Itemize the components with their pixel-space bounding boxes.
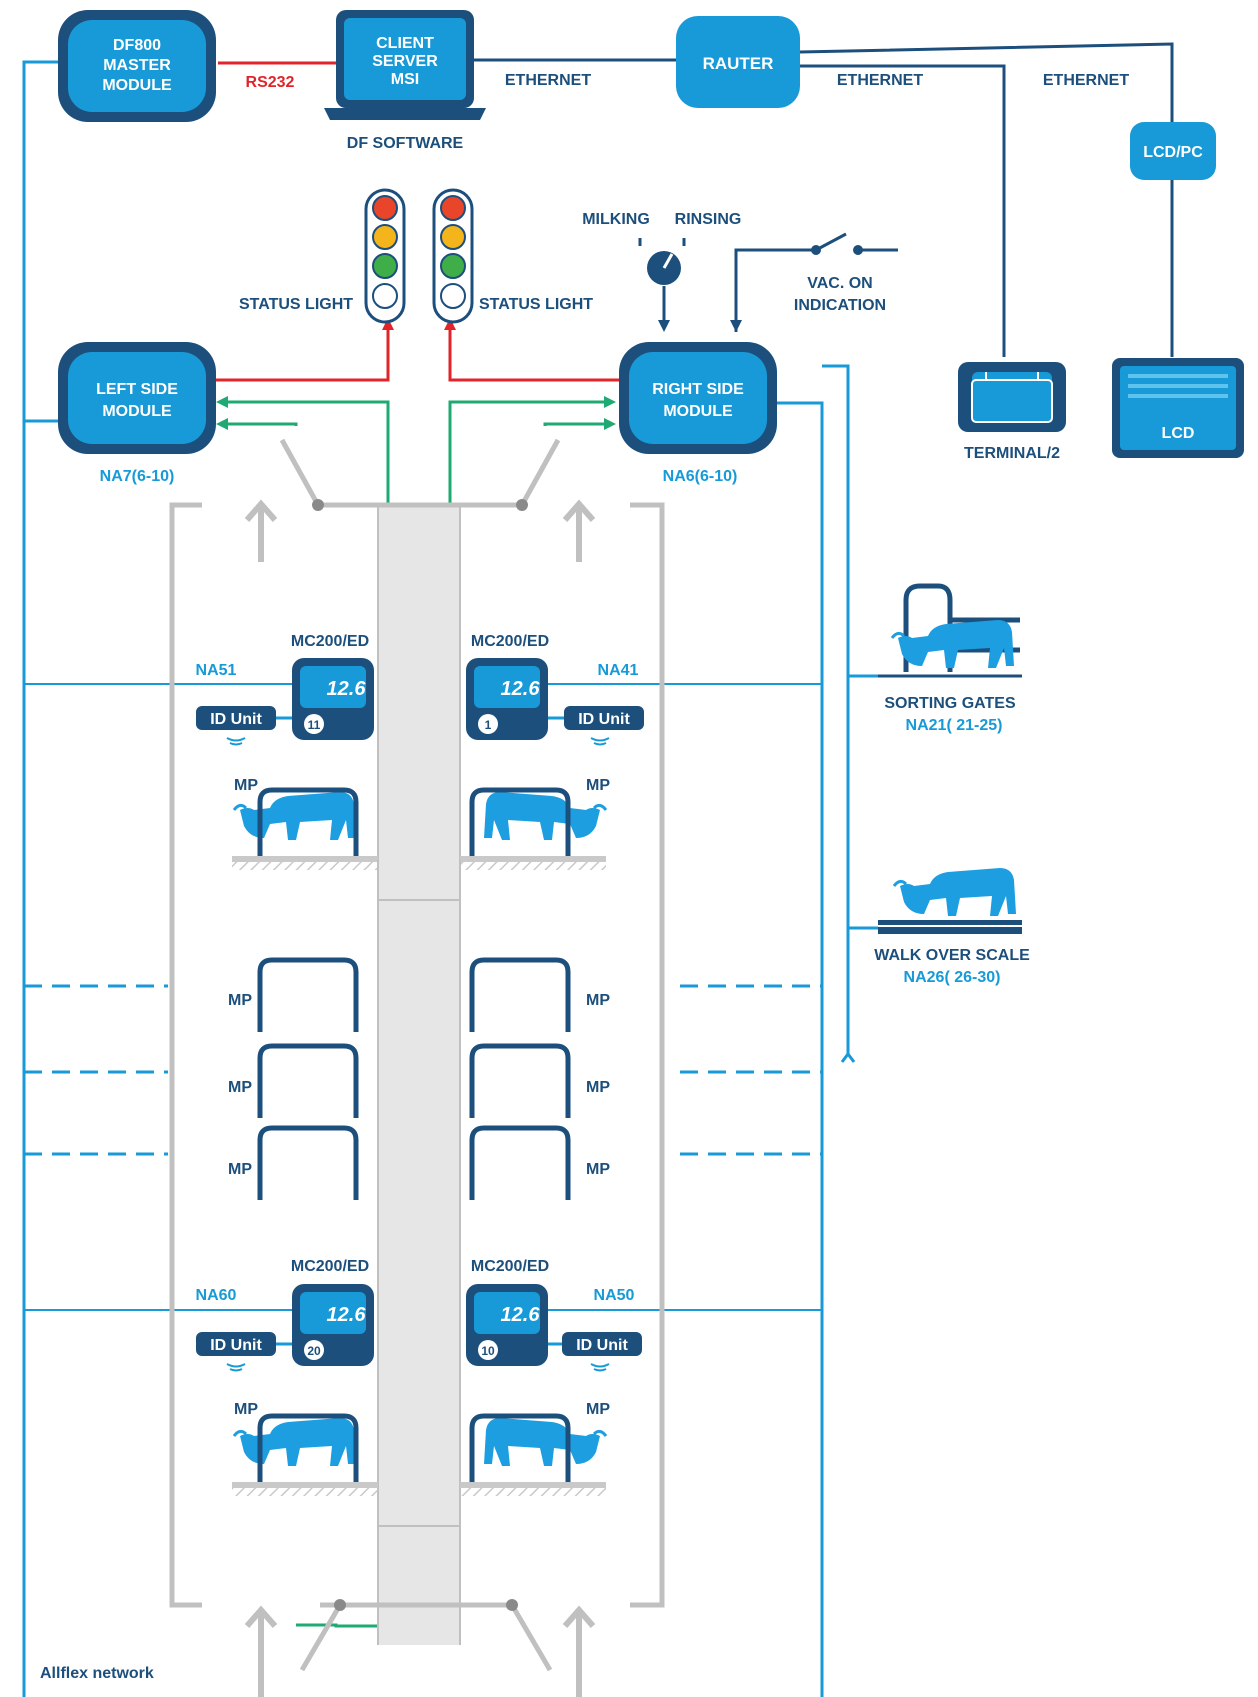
controller-top-right: MC200/ED NA41 12.6 1 ID Unit (466, 633, 644, 746)
mp-label: MP (586, 1079, 610, 1096)
lcd-label: LCD (1162, 425, 1195, 442)
milking-point-cow-bottom-left (232, 1416, 378, 1496)
controller-model: MC200/ED (291, 1258, 369, 1275)
router: RAUTER (676, 16, 800, 108)
right-side-module: RIGHT SIDE MODULE (619, 342, 777, 454)
sorting-gates-label: SORTING GATES (884, 695, 1016, 712)
selector-knob-icon (638, 238, 686, 332)
master-module: DF800 MASTER MODULE (58, 10, 216, 122)
status-light-left (364, 188, 406, 324)
mp-label: MP (586, 1161, 610, 1178)
client-server-laptop: CLIENT SERVER MSI (324, 10, 486, 120)
controller-display: 12.6 (501, 678, 541, 700)
id-unit-label: ID Unit (210, 711, 262, 728)
router-label: RAUTER (703, 54, 774, 73)
controller-number: 20 (307, 1344, 321, 1358)
controller-model: MC200/ED (471, 1258, 549, 1275)
na7-label: NA7(6-10) (100, 468, 175, 485)
controller-display: 12.6 (327, 678, 367, 700)
arrowheads (216, 318, 616, 430)
milking-point-cow-top-left (232, 790, 378, 870)
left-module-line-1: LEFT SIDE (96, 381, 178, 398)
controller-number: 1 (485, 718, 492, 732)
controller-top-left: MC200/ED NA51 12.6 11 ID Unit (196, 633, 374, 746)
mp-label: MP (586, 1401, 610, 1418)
controller-na: NA60 (196, 1287, 237, 1304)
milking-label: MILKING (582, 211, 650, 228)
client-line-2: SERVER (372, 53, 438, 70)
parlor-outline (169, 438, 665, 1672)
mp-label: MP (234, 777, 258, 794)
controller-display: 12.6 (327, 1304, 367, 1326)
mp-label: MP (586, 777, 610, 794)
mp-label: MP (586, 992, 610, 1009)
terminal-label: TERMINAL/2 (964, 445, 1060, 462)
lcd-device: LCD (1112, 358, 1244, 458)
lcd-pc: LCD/PC (1130, 122, 1216, 180)
id-unit-label: ID Unit (210, 1337, 262, 1354)
na26-label: NA26( 26-30) (904, 969, 1001, 986)
flow-arrows (244, 499, 596, 1697)
controller-bottom-left: MC200/ED NA60 12.6 20 ID Unit (196, 1258, 374, 1372)
rs232-label: RS232 (246, 74, 295, 91)
controller-number: 11 (308, 718, 321, 732)
client-line-1: CLIENT (376, 35, 434, 52)
controller-bottom-right: MC200/ED NA50 12.6 10 ID Unit (466, 1258, 642, 1372)
vac-switch-icon (730, 232, 898, 332)
sorting-gates-icon (878, 583, 1022, 678)
controller-model: MC200/ED (291, 633, 369, 650)
right-module-line-1: RIGHT SIDE (652, 381, 744, 398)
right-module-line-2: MODULE (663, 403, 733, 420)
controller-na: NA41 (598, 662, 639, 679)
ethernet-label-2: ETHERNET (837, 72, 923, 89)
milking-point-cow-top-right (460, 790, 608, 870)
gate-pivots (312, 499, 528, 1611)
controller-na: NA51 (196, 662, 237, 679)
terminal-device (958, 362, 1066, 432)
id-unit-label: ID Unit (576, 1337, 628, 1354)
status-light-right-label: STATUS LIGHT (479, 296, 593, 313)
master-line-3: MODULE (102, 77, 172, 94)
ethernet-label-3: ETHERNET (1043, 72, 1129, 89)
left-side-module: LEFT SIDE MODULE (58, 342, 216, 454)
status-light-right (432, 188, 474, 324)
controller-na: NA50 (594, 1287, 635, 1304)
walk-over-scale-icon (878, 866, 1022, 934)
mp-label: MP (234, 1401, 258, 1418)
controller-number: 10 (481, 1344, 495, 1358)
rinsing-label: RINSING (675, 211, 742, 228)
controller-display: 12.6 (501, 1304, 541, 1326)
vac-on-label-1: VAC. ON (807, 275, 872, 292)
mp-label: MP (228, 1079, 252, 1096)
left-module-line-2: MODULE (102, 403, 172, 420)
vac-on-label-2: INDICATION (794, 297, 886, 314)
master-line-1: DF800 (113, 37, 161, 54)
df-software-label: DF SOFTWARE (347, 135, 464, 152)
lcdpc-label: LCD/PC (1143, 144, 1203, 161)
na6-label: NA6(6-10) (663, 468, 738, 485)
walk-over-scale-label: WALK OVER SCALE (874, 947, 1030, 964)
ethernet-label-1: ETHERNET (505, 72, 591, 89)
client-line-3: MSI (391, 71, 419, 88)
mp-label: MP (228, 1161, 252, 1178)
controller-model: MC200/ED (471, 633, 549, 650)
network-caption: Allflex network (40, 1665, 154, 1682)
na21-label: NA21( 21-25) (906, 717, 1003, 734)
master-line-2: MASTER (103, 57, 171, 74)
id-unit-label: ID Unit (578, 711, 630, 728)
mp-label: MP (228, 992, 252, 1009)
status-light-left-label: STATUS LIGHT (239, 296, 353, 313)
milking-point-cow-bottom-right (460, 1416, 608, 1496)
network-lines (22, 42, 1174, 1697)
